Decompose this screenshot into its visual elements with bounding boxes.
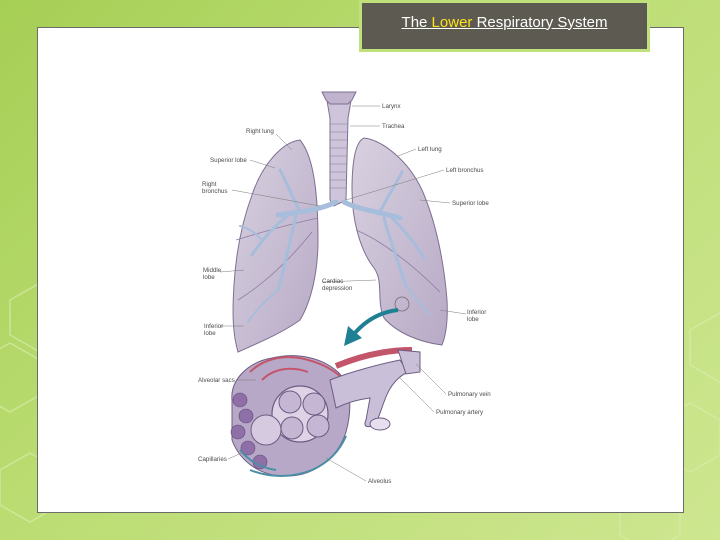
label-trachea: Trachea [382,123,405,130]
slide-title: The Lower Respiratory System [401,13,608,31]
label-right-bronchus-line2: bronchus [202,188,227,195]
alveolar-cluster [230,355,351,477]
pulmonary-vessels [329,347,421,431]
label-cardiac-line1: Cardiac [322,278,343,285]
label-superior-lobe-right: Superior lobe [210,157,247,164]
magnify-arrow [344,308,399,346]
label-pulmonary-artery: Pulmonary artery [436,409,484,416]
left-lung-shape [351,137,448,346]
label-alveolar-sacs: Alveolar sacs [198,377,235,384]
right-lung-shape [232,139,319,353]
label-pulmonary-vein: Pulmonary vein [448,391,491,398]
label-capillaries: Capillaries [198,456,227,463]
title-highlight-word: Lower [431,13,473,31]
label-right-lung: Right lung [246,128,274,135]
label-cardiac-line2: depression [322,285,353,292]
label-inferior-lobe-right-line2: lobe [204,330,216,337]
label-right-bronchus-line1: Right [202,181,217,188]
label-superior-lobe-left: Superior lobe [452,200,489,207]
respiratory-diagram: Larynx Trachea Right lung Left lung Supe… [198,91,491,485]
larynx-shape [321,91,357,105]
content-panel [37,27,684,513]
label-middle-lobe-line2: lobe [203,274,215,281]
label-middle-lobe-line1: Middle [203,267,222,274]
label-inferior-lobe-left-line1: Inferior [467,309,486,316]
label-left-lung: Left lung [418,146,442,153]
bronchial-tree [239,168,431,323]
label-inferior-lobe-left-line2: lobe [467,316,479,323]
label-larynx: Larynx [382,103,401,110]
label-left-bronchus: Left bronchus [446,167,484,174]
label-alveolus: Alveolus [368,478,391,485]
title-box: The Lower Respiratory System [359,0,650,52]
trachea-shape [325,94,353,207]
label-inferior-lobe-right-line1: Inferior [204,323,223,330]
